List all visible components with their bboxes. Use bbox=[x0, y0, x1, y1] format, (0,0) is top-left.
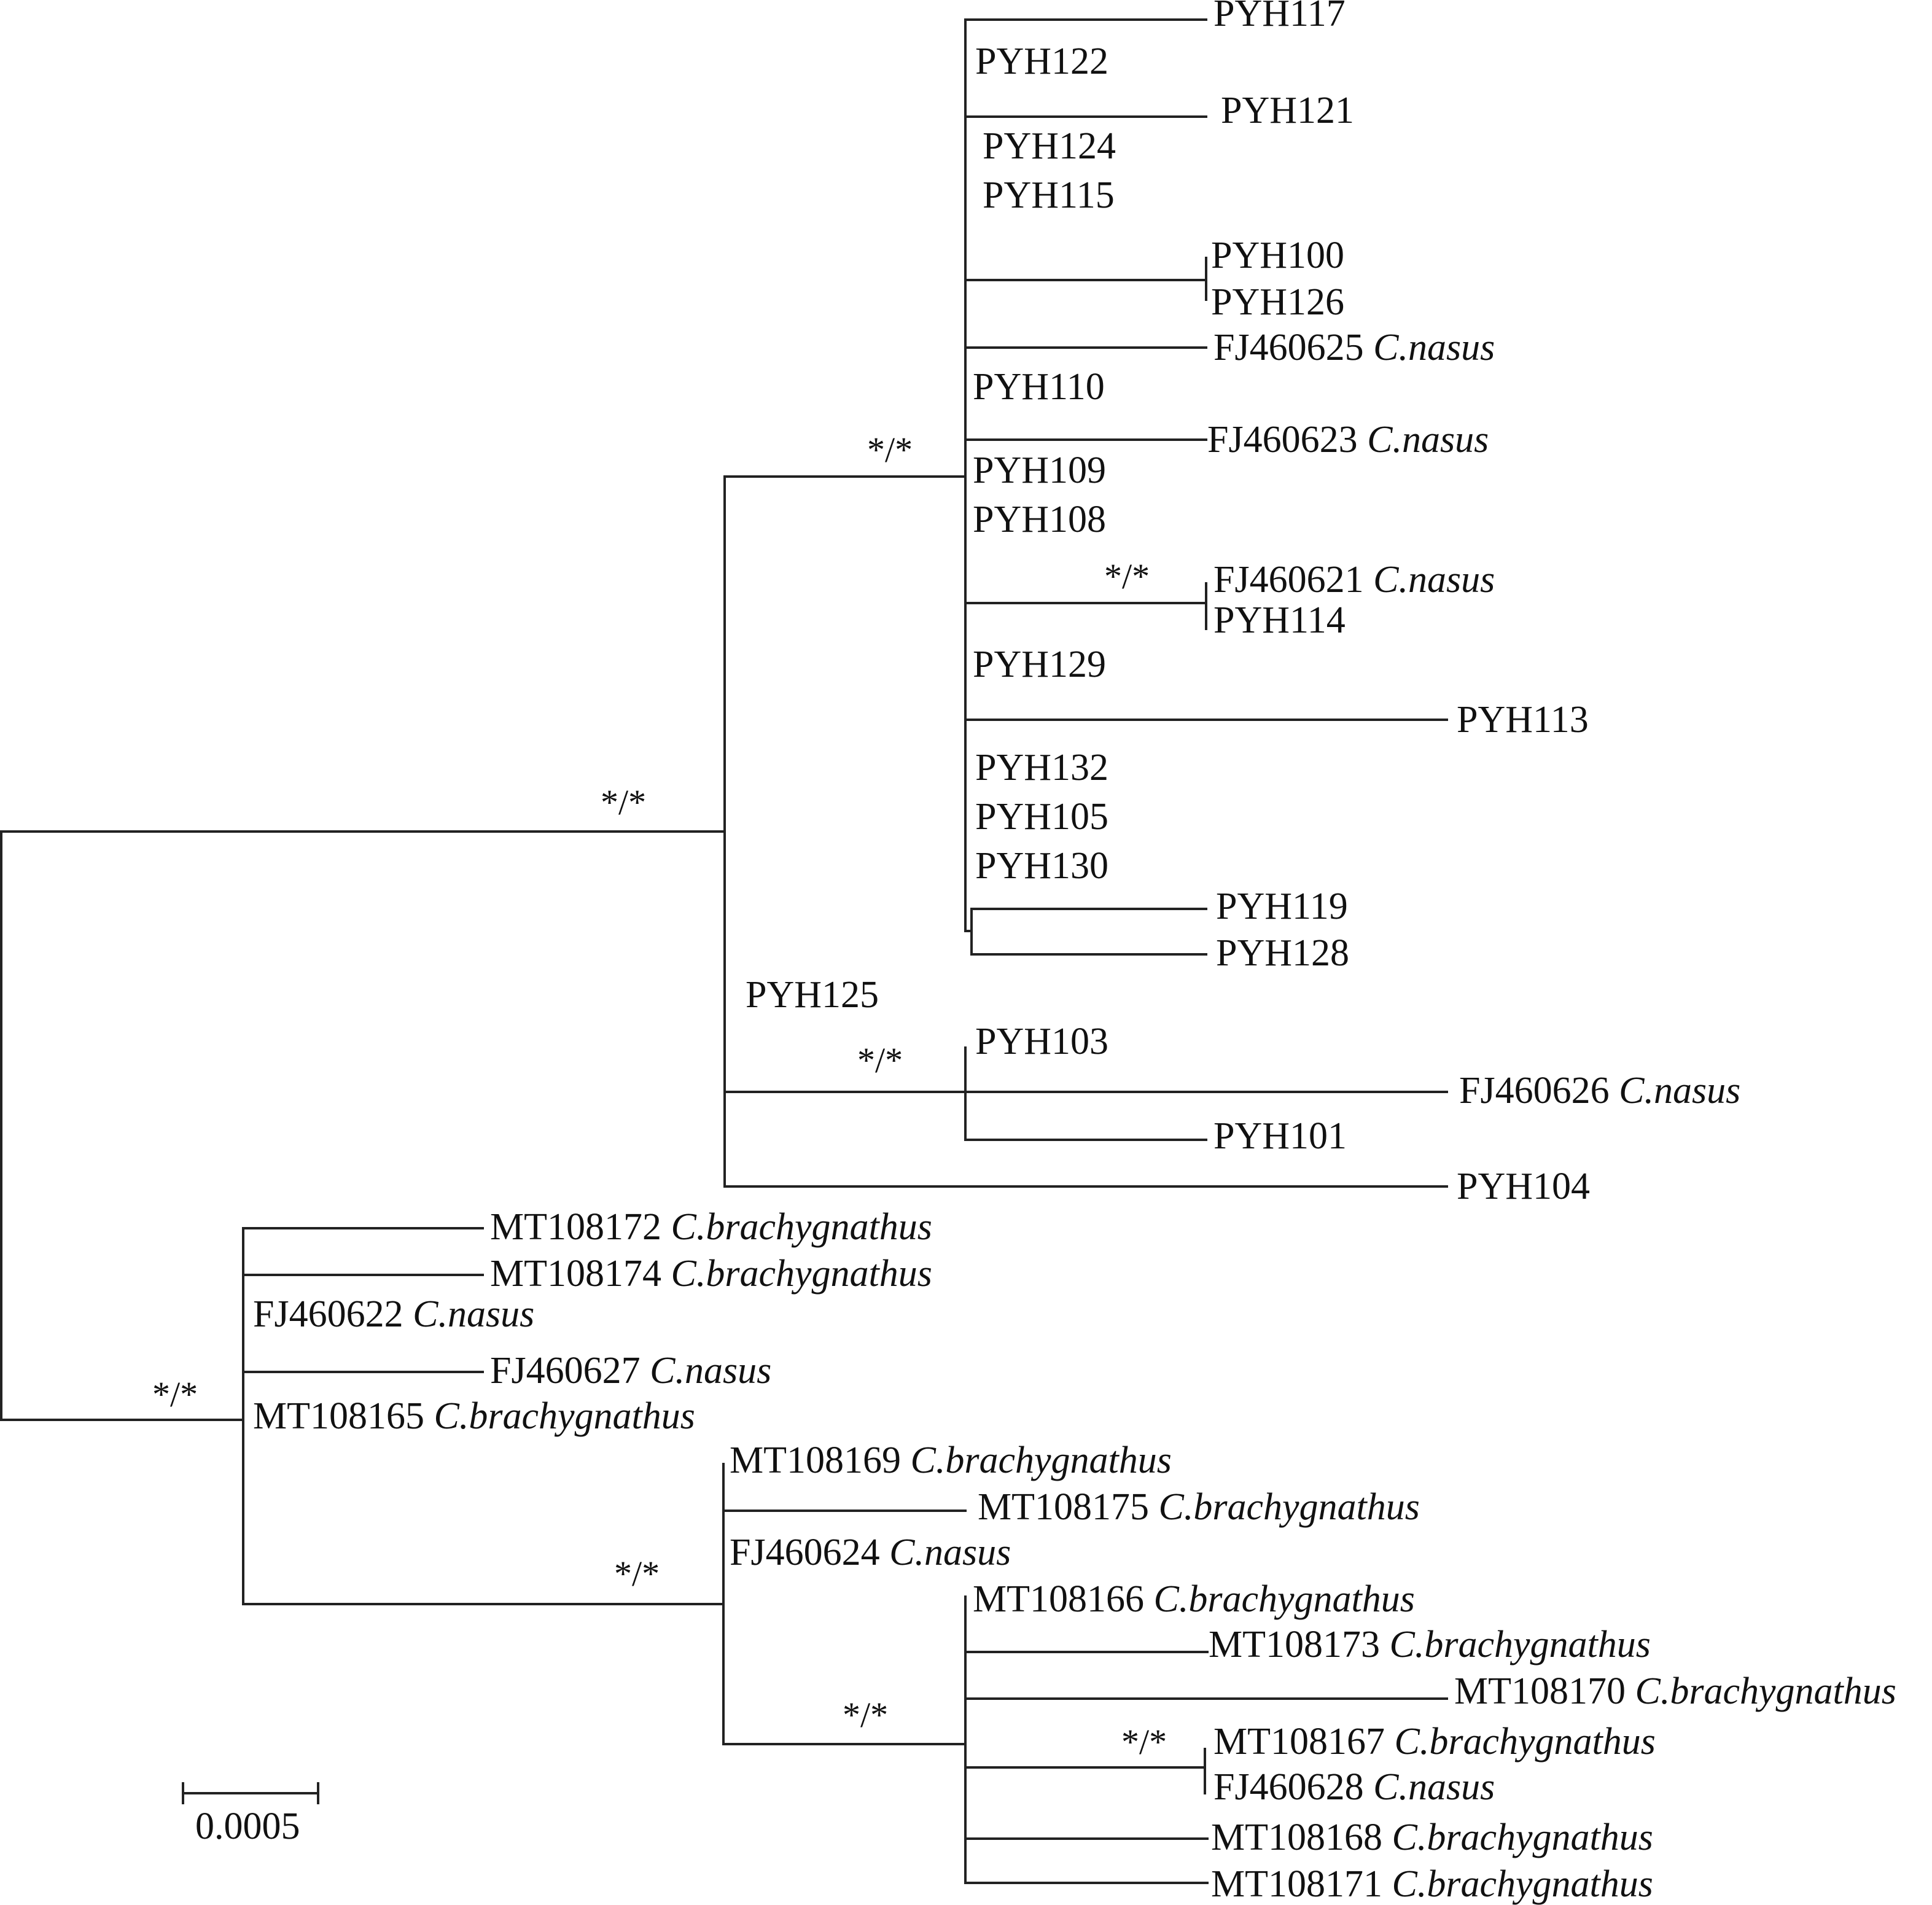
taxon-label: PYH130 bbox=[975, 845, 1108, 887]
taxon-label: MT108173 C.brachygnathus bbox=[1209, 1624, 1651, 1665]
taxon-label: PYH115 bbox=[983, 174, 1115, 216]
scale-bar: 0.0005 bbox=[182, 1782, 319, 1847]
taxon-label: PYH113 bbox=[1457, 699, 1589, 741]
taxon-label: PYH110 bbox=[973, 366, 1105, 408]
taxon-label: PYH125 bbox=[746, 974, 879, 1016]
taxon-label: PYH122 bbox=[975, 41, 1108, 82]
taxon-label: MT108171 C.brachygnathus bbox=[1211, 1863, 1653, 1905]
support-value: */* bbox=[1104, 556, 1150, 596]
taxon-label: PYH103 bbox=[975, 1021, 1108, 1062]
taxon-label: PYH101 bbox=[1213, 1115, 1347, 1157]
support-value: */* bbox=[614, 1554, 660, 1594]
support-value: */* bbox=[857, 1040, 903, 1080]
taxon-label: PYH126 bbox=[1211, 281, 1344, 323]
taxon-label: PYH119 bbox=[1216, 886, 1348, 927]
support-value: */* bbox=[1121, 1722, 1167, 1762]
taxon-labels: PYH117 PYH122 PYH121 PYH124 PYH115 PYH10… bbox=[253, 0, 1896, 1905]
scale-bar-label: 0.0005 bbox=[195, 1806, 300, 1847]
taxon-label: PYH100 bbox=[1211, 235, 1344, 276]
taxon-label: FJ460625 C.nasus bbox=[1213, 327, 1495, 368]
taxon-label: FJ460624 C.nasus bbox=[730, 1532, 1011, 1573]
taxon-label: FJ460626 C.nasus bbox=[1459, 1070, 1740, 1112]
taxon-label: PYH117 bbox=[1213, 0, 1346, 34]
taxon-label: MT108166 C.brachygnathus bbox=[973, 1578, 1415, 1620]
support-value: */* bbox=[867, 430, 913, 470]
taxon-label: PYH108 bbox=[973, 499, 1106, 540]
taxon-label: PYH132 bbox=[975, 747, 1108, 789]
taxon-label: MT108169 C.brachygnathus bbox=[730, 1439, 1172, 1481]
taxon-label: FJ460621 C.nasus bbox=[1213, 559, 1495, 601]
support-value: */* bbox=[843, 1695, 888, 1735]
taxon-label: FJ460628 C.nasus bbox=[1213, 1766, 1495, 1808]
taxon-label: PYH124 bbox=[983, 125, 1116, 167]
taxon-label: MT108167 C.brachygnathus bbox=[1213, 1721, 1656, 1763]
tree-branches bbox=[0, 18, 1448, 1884]
taxon-label: PYH128 bbox=[1216, 932, 1349, 974]
taxon-label: PYH104 bbox=[1457, 1166, 1590, 1207]
support-value: */* bbox=[601, 782, 646, 822]
taxon-label: PYH121 bbox=[1221, 90, 1354, 131]
taxon-label: MT108175 C.brachygnathus bbox=[978, 1486, 1420, 1528]
taxon-label: PYH114 bbox=[1213, 599, 1346, 641]
taxon-label: MT108174 C.brachygnathus bbox=[490, 1253, 932, 1295]
support-value: */* bbox=[152, 1374, 198, 1414]
taxon-label: FJ460622 C.nasus bbox=[253, 1293, 534, 1335]
taxon-label: PYH109 bbox=[973, 450, 1106, 491]
taxon-label: FJ460627 C.nasus bbox=[490, 1350, 771, 1392]
taxon-label: MT108170 C.brachygnathus bbox=[1454, 1670, 1896, 1712]
taxon-label: PYH129 bbox=[973, 644, 1106, 685]
taxon-label: MT108165 C.brachygnathus bbox=[253, 1395, 695, 1437]
support-values: */* */* */* */* */* */* */* */* bbox=[152, 430, 1167, 1762]
taxon-label: MT108168 C.brachygnathus bbox=[1211, 1817, 1653, 1858]
taxon-label: PYH105 bbox=[975, 796, 1108, 838]
taxon-label: MT108172 C.brachygnathus bbox=[490, 1206, 932, 1248]
taxon-label: FJ460623 C.nasus bbox=[1207, 419, 1489, 461]
